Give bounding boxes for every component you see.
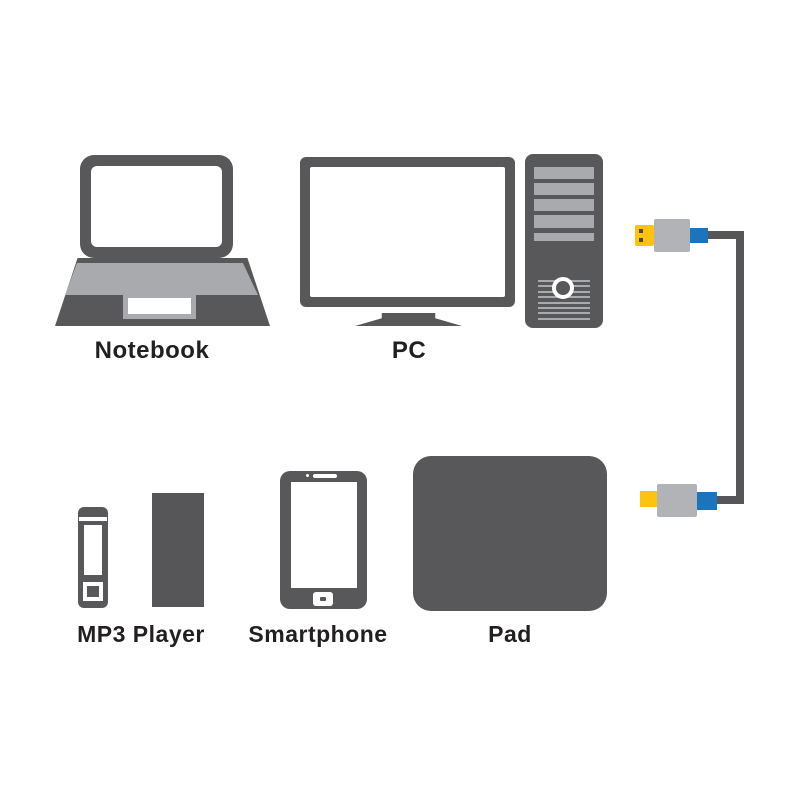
mp3-display	[84, 525, 102, 575]
usb-a-contact-hole	[639, 229, 643, 233]
vent-line	[538, 317, 590, 320]
laptop-keyboard	[65, 263, 258, 295]
drive-bay	[534, 167, 594, 179]
laptop-screen	[91, 166, 222, 247]
usb-a-contact-hole	[639, 238, 643, 242]
pc-label: PC	[391, 337, 427, 364]
vent-line	[538, 306, 590, 309]
mp3-player-block	[152, 493, 204, 607]
usb-a-strain-relief	[690, 228, 708, 243]
pad-label: Pad	[488, 621, 532, 647]
micro-usb-plug-icon	[640, 491, 657, 507]
monitor-screen	[310, 167, 505, 297]
laptop-touchpad	[123, 293, 196, 319]
usb-cable-segment	[736, 231, 744, 504]
monitor-icon	[300, 157, 515, 307]
drive-bay	[534, 183, 594, 195]
vent-line	[538, 312, 590, 315]
mp3-button	[83, 582, 103, 601]
laptop-touchpad-surface	[128, 298, 191, 314]
notebook-label: Notebook	[94, 337, 210, 364]
laptop-icon	[80, 155, 233, 258]
smartphone-screen	[291, 482, 357, 588]
usb-a-plug-icon	[635, 225, 654, 246]
micro-usb-connector-body	[657, 484, 697, 517]
mp3-cap-line	[79, 517, 107, 521]
speaker-slot-icon	[313, 474, 337, 478]
smartphone-icon	[280, 471, 367, 609]
mp3-player-label: MP3 Player	[77, 621, 205, 647]
tower-icon	[525, 154, 603, 328]
mp3-player-icon	[78, 507, 108, 608]
usb-cable-segment	[717, 496, 744, 504]
power-button-icon	[552, 277, 574, 299]
mp3-button-center	[87, 586, 99, 597]
smartphone-label: Smartphone	[248, 621, 388, 647]
laptop-base	[55, 258, 270, 326]
home-button-icon	[313, 592, 333, 606]
drive-bay	[534, 215, 594, 228]
drive-bays	[534, 167, 594, 241]
usb-cable-icon	[708, 231, 744, 239]
camera-dot-icon	[306, 474, 309, 477]
home-button-dot	[320, 597, 326, 601]
tablet-icon	[413, 456, 607, 611]
usb-a-connector-body	[654, 219, 690, 252]
monitor-stand	[355, 313, 462, 326]
drive-bay	[534, 233, 594, 241]
vent-line	[538, 301, 590, 304]
drive-bay	[534, 199, 594, 211]
micro-usb-strain-relief	[697, 492, 717, 510]
